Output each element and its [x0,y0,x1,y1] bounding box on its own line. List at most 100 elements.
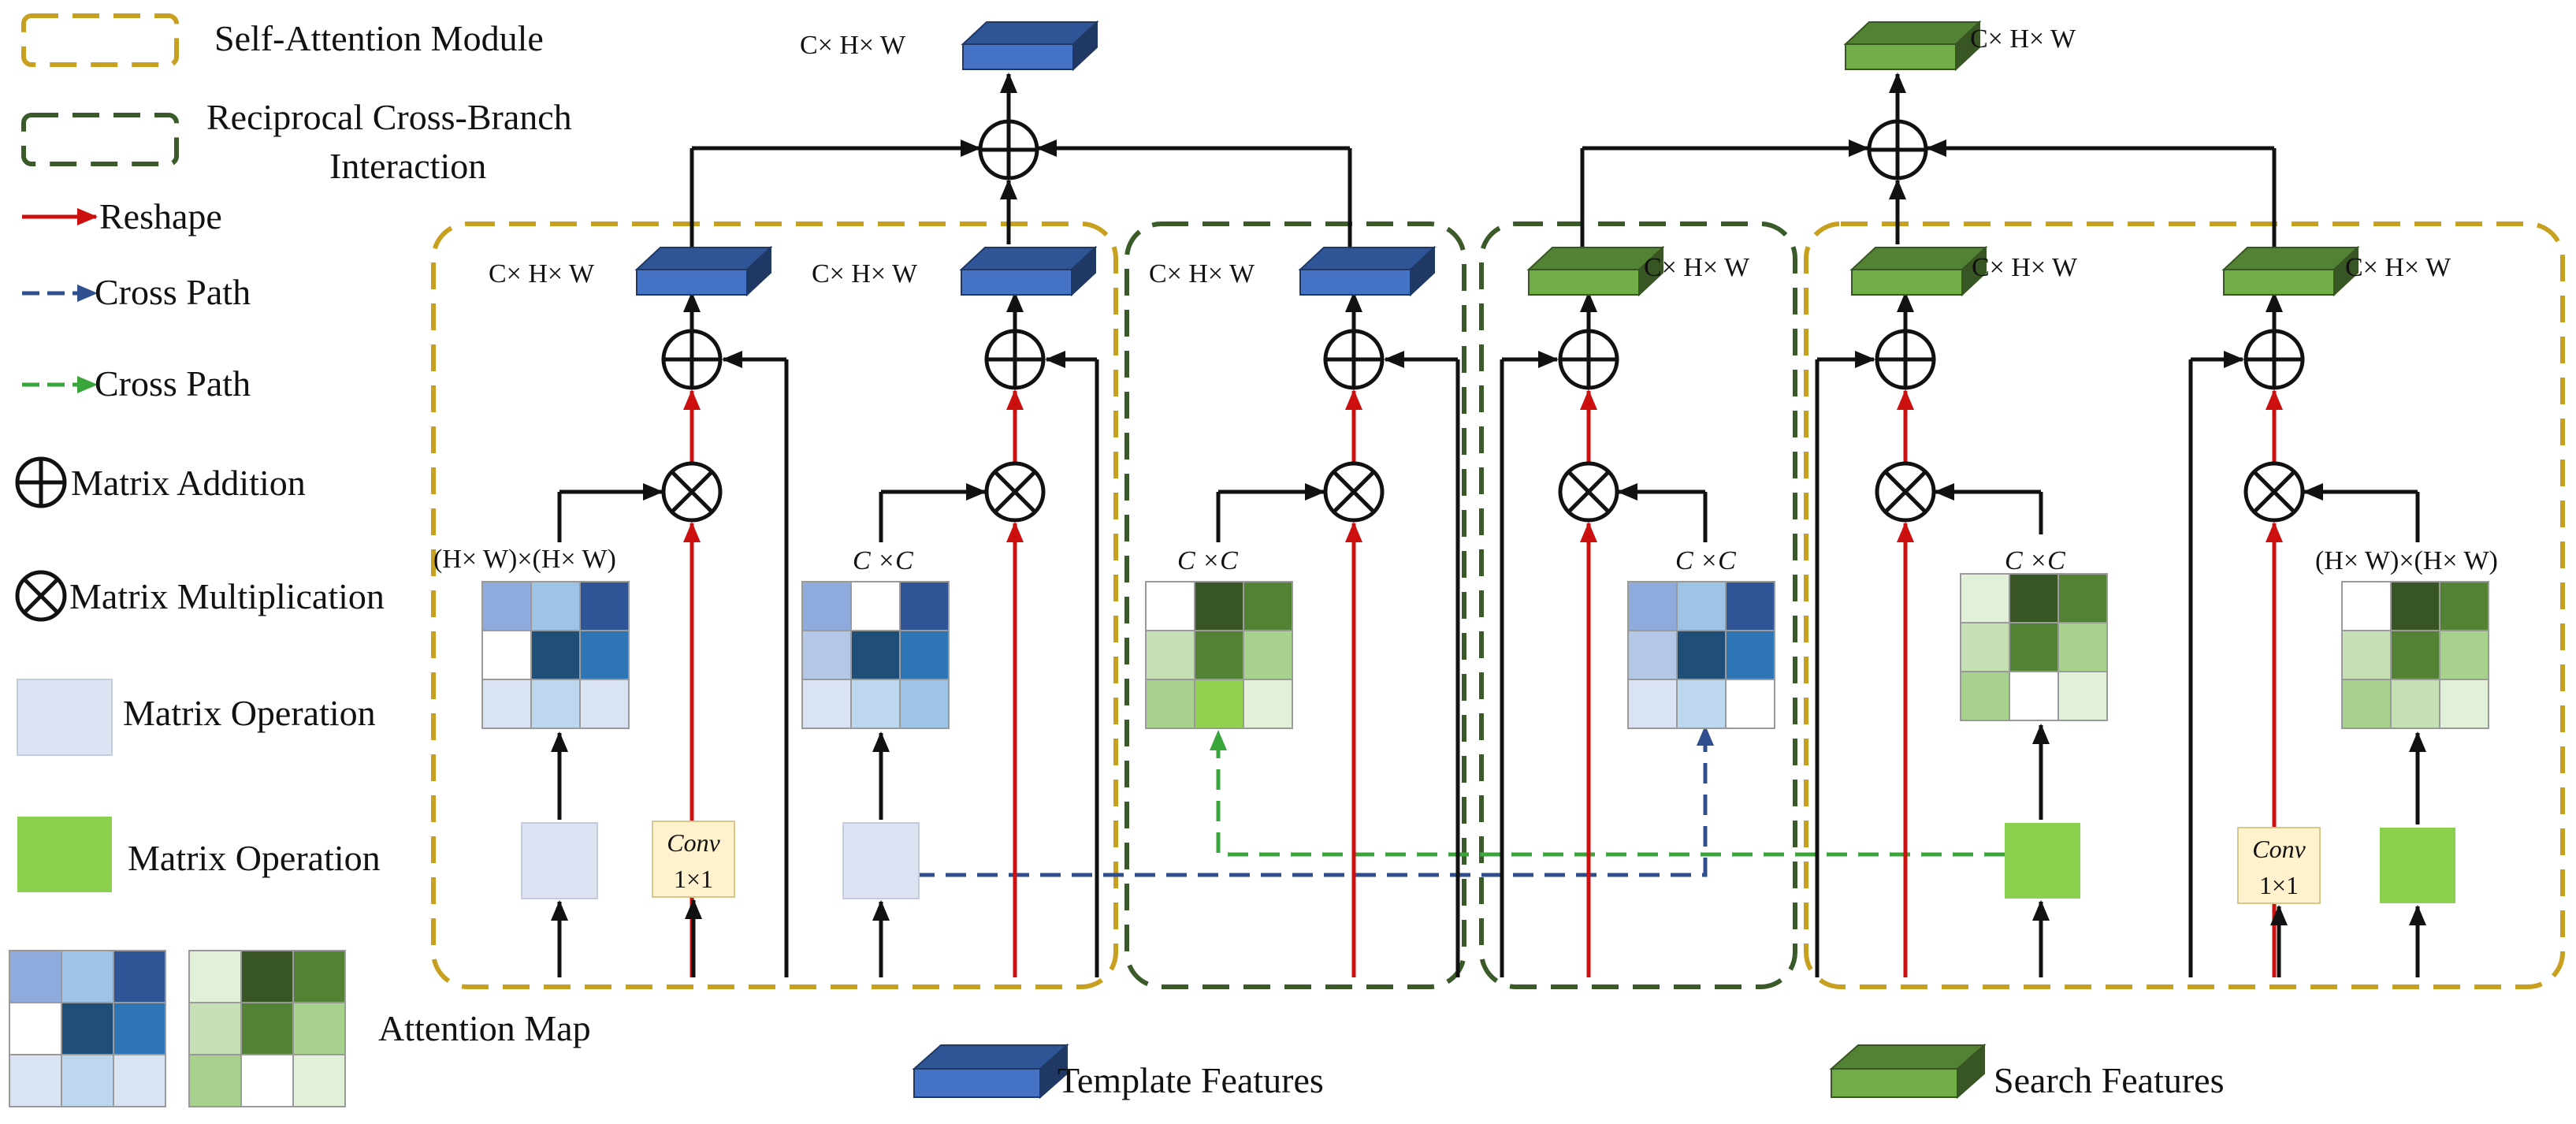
circle-times-icon [1558,461,1619,523]
circle-times-icon [661,461,723,523]
attention-cell [2341,581,2392,631]
attention-cell [2390,630,2440,680]
conv-label: Conv [667,828,720,857]
dim-label-cc: C ×C [1675,546,1736,575]
attention-cell [2057,573,2108,623]
matrix-operation-blue-box [842,822,920,899]
attention-cell [530,630,581,680]
legend-self-attention: Self-Attention Module [214,18,544,58]
circle-plus-icon [1875,329,1936,390]
legend-cross-branch-line1: Reciprocal Cross-Branch [206,97,572,137]
attention-cell [188,950,242,1003]
block-front [1528,269,1640,296]
branch-column-4 [1500,292,1775,977]
attention-cell [579,581,630,631]
attention-map-blue-swatch [9,950,166,1107]
conv-1x1-box: Conv 1×1 [652,821,735,898]
line [1567,471,1610,513]
attention-cell [899,679,950,729]
attention-cell [579,630,630,680]
legend-cross-path-green: Cross Path [95,363,251,404]
attention-cell [1194,581,1244,631]
attention-cell [2341,630,2392,680]
circle-plus-icon [1867,119,1928,181]
attention-cell [1145,630,1195,680]
attention-cell [801,581,852,631]
attention-cell [113,1054,166,1107]
legend: Self-Attention Module Reciprocal Cross-B… [9,13,591,1107]
circle-times-icon [2243,461,2305,523]
dim-label-cc: C ×C [1177,546,1238,575]
legend-matrix-addition: Matrix Addition [71,463,306,503]
attention-cell [801,630,852,680]
circle-times-icon [984,461,1046,523]
cross-path-green [1210,730,2005,857]
branch-column-1: Conv 1×1 [481,292,789,977]
attention-cell [530,581,581,631]
conv-size-label: 1×1 [674,865,713,893]
attention-grid [801,581,950,729]
attention-cell [292,1054,346,1107]
attention-cell [240,1054,294,1107]
self-attention-module-search [1804,221,2565,989]
attention-cell [481,630,532,680]
attention-grid [188,950,346,1107]
matrix-operation-green-box [2380,828,2455,903]
legend-matrix-multiplication: Matrix Multiplication [69,576,385,616]
attention-cell [1960,671,2010,721]
dim-label: C× H× W [1149,259,1255,288]
attention-cell [899,630,950,680]
attention-cell [2439,581,2489,631]
block-front [1851,269,1963,296]
branch-column-2 [801,292,1099,977]
feature-block-icon [2221,245,2360,297]
attention-cell [1194,679,1244,729]
circle-times-icon [15,570,67,622]
dim-label-hwhw: (H× W)×(H× W) [433,545,616,574]
dim-label-cc: C ×C [2005,546,2065,575]
attention-cell [530,679,581,729]
attention-cell [292,1002,346,1055]
conv-size-label: 1×1 [2259,871,2299,899]
attention-cell [9,1002,62,1055]
search-features-label: Search Features [1994,1060,2225,1100]
attention-cell [481,679,532,729]
attention-cell [188,1002,242,1055]
dim-label: C× H× W [489,259,595,288]
attention-cell [1960,622,2010,672]
dim-label: C× H× W [1644,253,1750,282]
attention-grid [1960,573,2108,721]
circle-plus-icon [984,329,1046,390]
attention-cell [113,950,166,1003]
attention-cell [2341,679,2392,729]
attention-cell [1243,679,1293,729]
feature-block-icon [961,20,1099,72]
block-front [962,43,1074,70]
circle-plus-icon [2243,329,2305,390]
attention-grid [481,581,630,729]
attention-cell [850,630,901,680]
attention-cell [1676,581,1727,631]
attention-cell [1243,581,1293,631]
line [1884,471,1927,513]
attention-cell [2057,622,2108,672]
attention-cell [292,950,346,1003]
template-features-label: Template Features [1058,1060,1324,1100]
cross-path-blue [914,725,1714,877]
branch-column-3 [1145,292,1460,977]
feature-block-icon [1526,245,1665,297]
attention-cell [2009,622,2059,672]
feature-block-icon [634,245,773,297]
attention-cell [1627,581,1678,631]
line [671,471,713,513]
circle-times-icon [1875,461,1936,523]
attention-cell [188,1054,242,1107]
legend-attention-map: Attention Map [378,1008,591,1048]
attention-grid [9,950,166,1107]
block-front [1299,269,1411,296]
block-front [1845,43,1957,70]
